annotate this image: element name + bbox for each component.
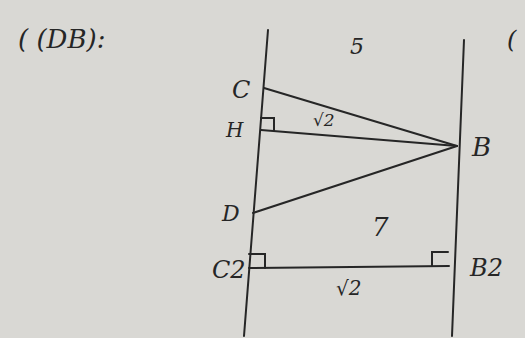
point-label: H (226, 120, 243, 140)
right-angle-mark (432, 252, 448, 266)
length-label: 7 (372, 214, 389, 240)
point-label: C (232, 78, 250, 102)
right-line (452, 40, 464, 336)
segment-db (253, 146, 457, 213)
length-label: √2 (313, 112, 335, 129)
note-text: ( (507, 28, 516, 52)
segment-hb (261, 130, 457, 146)
right-angle-mark (261, 118, 274, 131)
point-label: B (472, 134, 491, 160)
segment-c2b2 (249, 266, 449, 268)
left-line (244, 30, 268, 336)
point-label: C2 (212, 258, 246, 282)
point-label: B2 (470, 256, 503, 280)
note-text: ( (DB): (18, 26, 105, 52)
point-label: D (222, 203, 240, 225)
right-angle-mark (249, 254, 265, 268)
length-label: √2 (336, 278, 361, 298)
length-label: 5 (350, 36, 364, 58)
